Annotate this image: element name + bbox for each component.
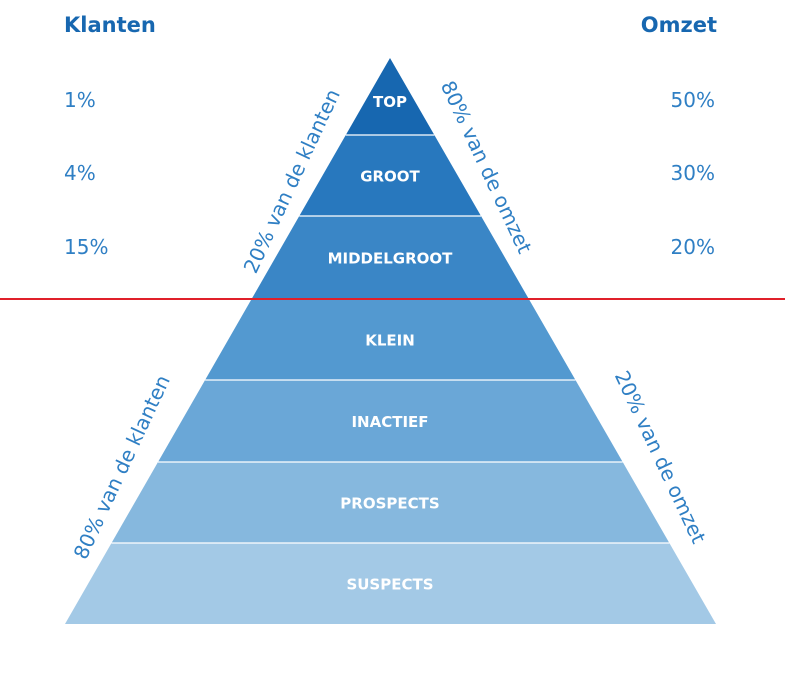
level-label-groot: GROOT — [360, 168, 420, 186]
level-label-prospects: PROSPECTS — [340, 495, 439, 513]
pyramid-layer-prospects — [111, 462, 670, 543]
omzet-values: 50% 30% 20% — [671, 88, 715, 259]
pyramid-layer-top — [345, 58, 435, 135]
klanten-values: 1% 4% 15% — [64, 88, 108, 259]
level-label-middelgroot: MIDDELGROOT — [328, 250, 454, 268]
omzet-value: 30% — [671, 161, 715, 185]
level-label-top: TOP — [373, 93, 407, 111]
pyramid-layer-suspects — [65, 543, 716, 624]
level-label-suspects: SUSPECTS — [346, 576, 433, 594]
header-omzet: Omzet — [641, 13, 717, 37]
pyramid-layer-inactief — [158, 380, 623, 462]
omzet-value: 20% — [671, 235, 715, 259]
level-label-klein: KLEIN — [365, 332, 415, 350]
omzet-value: 50% — [671, 88, 715, 112]
pyramid-layer-middelgroot — [251, 216, 529, 299]
level-labels: TOP GROOT MIDDELGROOT KLEIN INACTIEF PROSPECT… — [328, 93, 454, 594]
pyramid-layers — [65, 58, 716, 624]
klanten-value: 15% — [64, 235, 108, 259]
pyramid-layer-klein — [205, 299, 576, 380]
klanten-value: 4% — [64, 161, 96, 185]
level-label-inactief: INACTIEF — [351, 413, 428, 431]
klanten-value: 1% — [64, 88, 96, 112]
header-klanten: Klanten — [64, 13, 156, 37]
pyramid-layer-groot — [299, 135, 482, 216]
